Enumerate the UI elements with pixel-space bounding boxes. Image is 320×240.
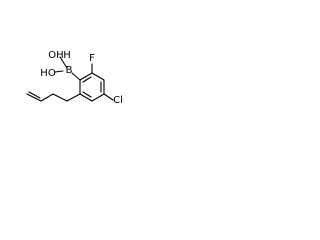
bond-chain-double-inner: [28, 91, 41, 99]
atom-chlorine-label: Cl: [113, 95, 123, 106]
bond-c4-cl: [103, 93, 114, 101]
bond-ring-c2-c3: [91, 72, 105, 81]
atom-ho-bottom-label: HO: [40, 68, 56, 79]
bond-b-c1: [71, 72, 81, 81]
atom-boron-label: B: [66, 65, 73, 76]
atom-oh-top-prefix-label: H: [63, 50, 71, 61]
atom-fluorine-label: F: [89, 53, 95, 64]
bond-ring-c4-c5: [91, 93, 105, 102]
bond-ring-double-1: [82, 76, 92, 83]
molecule-structure: OH H HO B F Cl: [26, 50, 123, 106]
bond-ring-c5-c6: [79, 93, 93, 102]
bond-ring-double-3: [82, 91, 92, 98]
bond-chain-3: [40, 93, 54, 102]
bond-ring-c1-c2: [79, 72, 93, 81]
bond-chain-double-outer: [26, 93, 42, 102]
bond-b-o-bottom: [54, 70, 64, 73]
atom-oh-top-label: OH: [48, 50, 63, 61]
bond-b-o-top: [59, 56, 68, 69]
bond-chain-1: [66, 93, 81, 102]
bond-chain-2: [52, 93, 68, 102]
